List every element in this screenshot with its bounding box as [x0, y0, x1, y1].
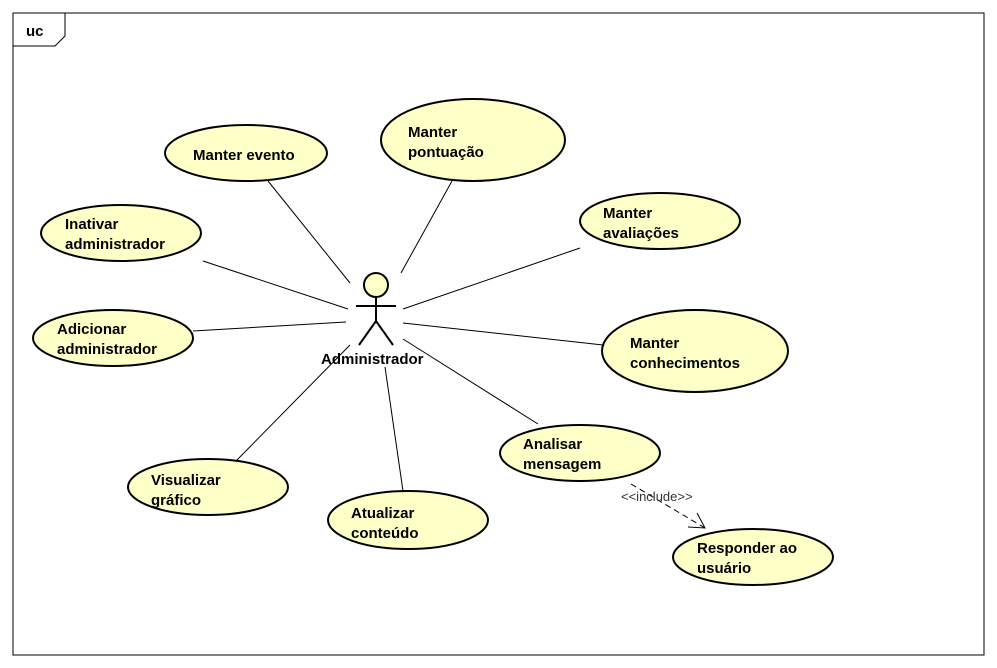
actor-name: Administrador	[321, 351, 424, 368]
actor-administrador[interactable]: Administrador	[321, 272, 424, 368]
use-case-manter-avaliacoes[interactable]: Manter avaliações	[579, 192, 741, 250]
use-case-label-line-1: Manter	[603, 205, 652, 222]
use-case-label-line-1: Manter	[630, 335, 679, 352]
use-case-label-line-2: usuário	[697, 560, 751, 577]
use-case-label-line-2: administrador	[57, 341, 157, 358]
use-case-ellipse	[380, 98, 566, 182]
use-case-ellipse	[40, 204, 202, 262]
use-case-label-line-1: Responder ao	[697, 540, 797, 557]
association-manter-conhecimentos	[402, 322, 604, 346]
association-visualizar-grafico	[234, 344, 351, 463]
actor-left-leg	[358, 320, 377, 346]
use-case-adicionar-administrador[interactable]: Adicionar administrador	[32, 309, 194, 367]
association-manter-pontuacao	[400, 180, 453, 274]
association-manter-avaliacoes	[402, 247, 581, 310]
use-case-label-line-2: gráfico	[151, 492, 201, 509]
include-arrowhead	[687, 512, 706, 529]
use-case-ellipse	[327, 490, 489, 550]
use-case-manter-evento[interactable]: Manter evento	[164, 124, 328, 182]
use-case-label-line-2: conteúdo	[351, 525, 419, 542]
frame-tab	[13, 13, 66, 47]
use-case-label-line-2: administrador	[65, 236, 165, 253]
association-analisar-mensagem	[402, 338, 539, 425]
use-case-label-line-2: mensagem	[523, 456, 601, 473]
use-case-label-line-1: Inativar	[65, 216, 119, 233]
use-case-label-line-1: Adicionar	[57, 321, 126, 338]
use-case-label-line-2: pontuação	[408, 144, 484, 161]
use-case-label-line-1: Manter evento	[193, 147, 295, 164]
use-case-ellipse	[579, 192, 741, 250]
association-inativar-administrador	[202, 260, 349, 310]
include-stereotype: <<include>>	[621, 489, 693, 504]
use-case-label-line-2: conhecimentos	[630, 355, 740, 372]
use-case-label-line-1: Manter	[408, 124, 457, 141]
use-case-label-line-2: avaliações	[603, 225, 679, 242]
association-atualizar-conteudo	[384, 366, 404, 492]
use-case-manter-conhecimentos[interactable]: Manter conhecimentos	[601, 309, 789, 393]
use-case-inativar-administrador[interactable]: Inativar administrador	[40, 204, 202, 262]
use-case-ellipse	[601, 309, 789, 393]
frame-tag: uc	[26, 23, 44, 40]
use-case-ellipse	[127, 458, 289, 516]
association-manter-evento	[267, 180, 351, 284]
actor-head	[363, 272, 389, 298]
use-case-label-line-1: Atualizar	[351, 505, 415, 522]
diagram-frame	[12, 12, 985, 656]
actor-right-leg	[375, 320, 394, 346]
use-case-label-line-1: Analisar	[523, 436, 582, 453]
include-dependency	[630, 483, 706, 529]
association-adicionar-administrador	[192, 321, 347, 332]
use-case-manter-pontuacao[interactable]: Manter pontuação	[380, 98, 566, 182]
use-case-analisar-mensagem[interactable]: Analisar mensagem	[499, 424, 661, 482]
use-case-ellipse	[672, 528, 834, 586]
use-case-visualizar-grafico[interactable]: Visualizar gráfico	[127, 458, 289, 516]
use-case-ellipse	[499, 424, 661, 482]
use-case-responder-usuario[interactable]: Responder ao usuário	[672, 528, 834, 586]
use-case-label-line-1: Visualizar	[151, 472, 221, 489]
use-case-atualizar-conteudo[interactable]: Atualizar conteúdo	[327, 490, 489, 550]
use-case-ellipse	[32, 309, 194, 367]
use-case-ellipse	[164, 124, 328, 182]
